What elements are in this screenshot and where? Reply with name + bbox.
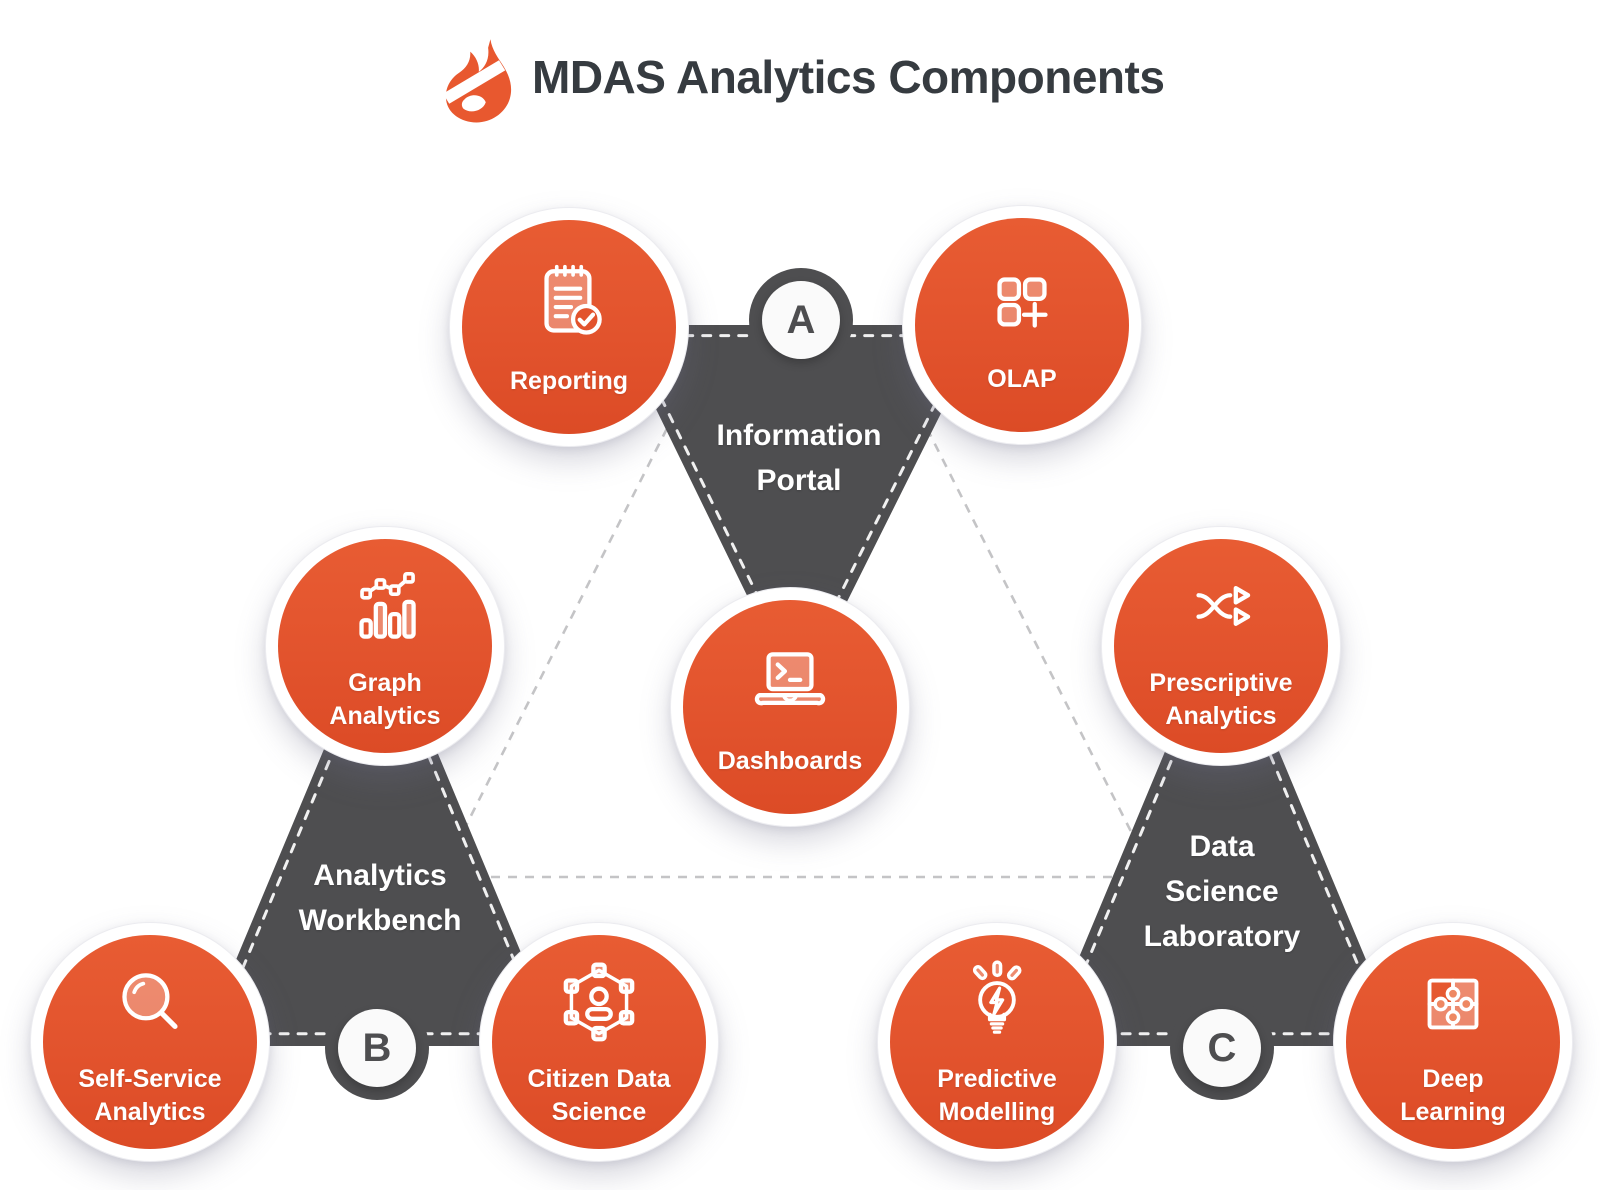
hub-b-title: Analytics Workbench — [298, 859, 462, 937]
notepad-check-icon — [520, 257, 618, 355]
component-prescriptive-analytics: Prescriptive Analytics — [1101, 526, 1341, 766]
hub-c-dashed-border — [1055, 637, 1389, 1036]
hub-a-title: Information Portal — [716, 419, 882, 497]
component-graph-analytics: Graph Analytics — [265, 526, 505, 766]
grid-plus-icon — [973, 255, 1071, 353]
component-label: Prescriptive Analytics — [1149, 669, 1293, 730]
component-predictive-modelling: Predictive Modelling — [877, 922, 1117, 1162]
user-network-icon — [550, 955, 648, 1053]
component-reporting: Reporting — [449, 207, 689, 447]
component-label: Predictive Modelling — [937, 1065, 1057, 1126]
component-label: Reporting — [509, 366, 629, 395]
hub-b-dashed-border — [213, 637, 547, 1036]
component-citizen-data-science: Citizen Data Science — [479, 922, 719, 1162]
hub-b-badge: B — [338, 1009, 416, 1087]
hub-c-triangle — [1049, 627, 1395, 1046]
magnifier-icon — [101, 955, 199, 1053]
puzzle-icon — [1404, 955, 1502, 1053]
component-label: Self-Service Analytics — [78, 1065, 222, 1126]
hub-connector-lines — [438, 382, 1156, 879]
hub-a-triangle — [622, 325, 977, 689]
component-self-service-analytics: Self-Service Analytics — [30, 922, 270, 1162]
hub-b-triangle — [207, 627, 553, 1046]
page-title: MDAS Analytics Components — [532, 51, 1165, 103]
hub-a-badge: A — [762, 281, 840, 359]
component-label: Graph Analytics — [329, 669, 441, 730]
component-deep-learning: Deep Learning — [1333, 922, 1573, 1162]
hub-c-badge: C — [1183, 1009, 1261, 1087]
component-olap: OLAP — [902, 205, 1142, 445]
component-label: Dashboards — [717, 746, 863, 775]
component-label: Deep Learning — [1400, 1065, 1506, 1126]
lightbulb-bolt-icon — [948, 955, 1046, 1053]
shuffle-arrows-icon — [1172, 559, 1270, 657]
component-label: Citizen Data Science — [527, 1065, 671, 1126]
flame-icon — [443, 38, 513, 126]
bar-line-chart-icon — [336, 559, 434, 657]
component-label: OLAP — [987, 364, 1057, 393]
laptop-terminal-icon — [741, 637, 839, 735]
header: MDAS Analytics Components — [0, 0, 1600, 150]
hub-c-title: Data Science Laboratory — [1143, 830, 1301, 953]
component-dashboards: Dashboards — [670, 587, 910, 827]
